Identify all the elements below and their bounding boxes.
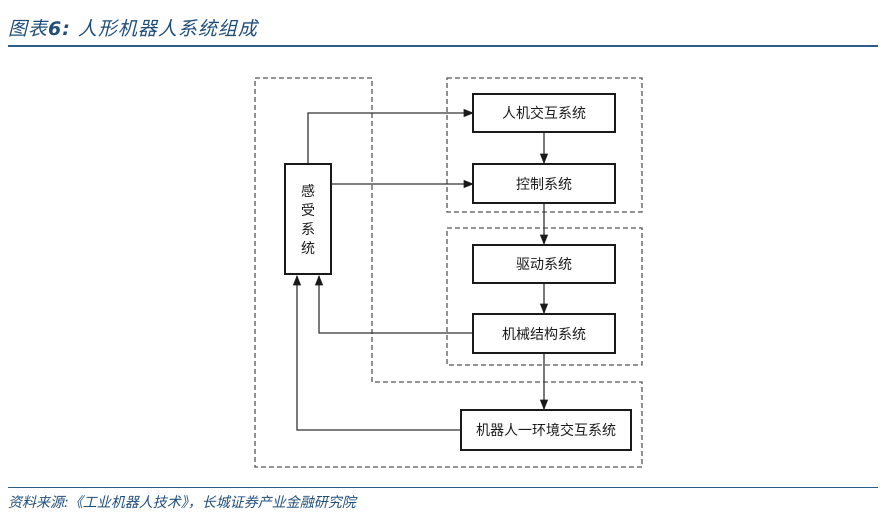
arrow-sensing-to-hmi: [307, 108, 475, 164]
header-rule: [8, 45, 878, 47]
hmi-system-label: 人机交互系统: [502, 105, 586, 122]
sensing-system-char-3: 系: [301, 222, 315, 238]
drive-system-label: 驱动系统: [516, 257, 572, 273]
figure-label: 图表: [8, 18, 49, 40]
outer-dashed-region: [254, 77, 643, 468]
source-note: 资料来源:《工业机器人技术》，长城证券产业金融研究院: [8, 495, 356, 511]
figure-title: 图表6: 人形机器人系统组成: [8, 14, 258, 41]
hmi-system-box: [472, 93, 616, 133]
sensing-system-box: [284, 163, 332, 275]
control-system-box: [472, 163, 616, 204]
sensing-system-char-1: 感: [301, 183, 315, 200]
drive-system-box: [472, 244, 616, 284]
arrow-robot-env-to-sensing: [292, 274, 461, 431]
sensing-system-char-2: 受: [301, 203, 315, 219]
footer-rule: [8, 487, 878, 488]
robot-env-system-box: [460, 409, 632, 451]
robot-env-system-label: 机器人一环境交互系统: [476, 422, 616, 439]
mechanical-system-box: [472, 313, 616, 354]
control-system-label: 控制系统: [516, 177, 572, 193]
figure-caption: 人形机器人系统组成: [77, 18, 258, 40]
sensing-system-char-4: 统: [301, 241, 315, 257]
arrow-mechanical-to-sensing: [314, 274, 473, 334]
mechanical-system-label: 机械结构系统: [502, 327, 586, 343]
figure-number: 6:: [48, 18, 71, 40]
